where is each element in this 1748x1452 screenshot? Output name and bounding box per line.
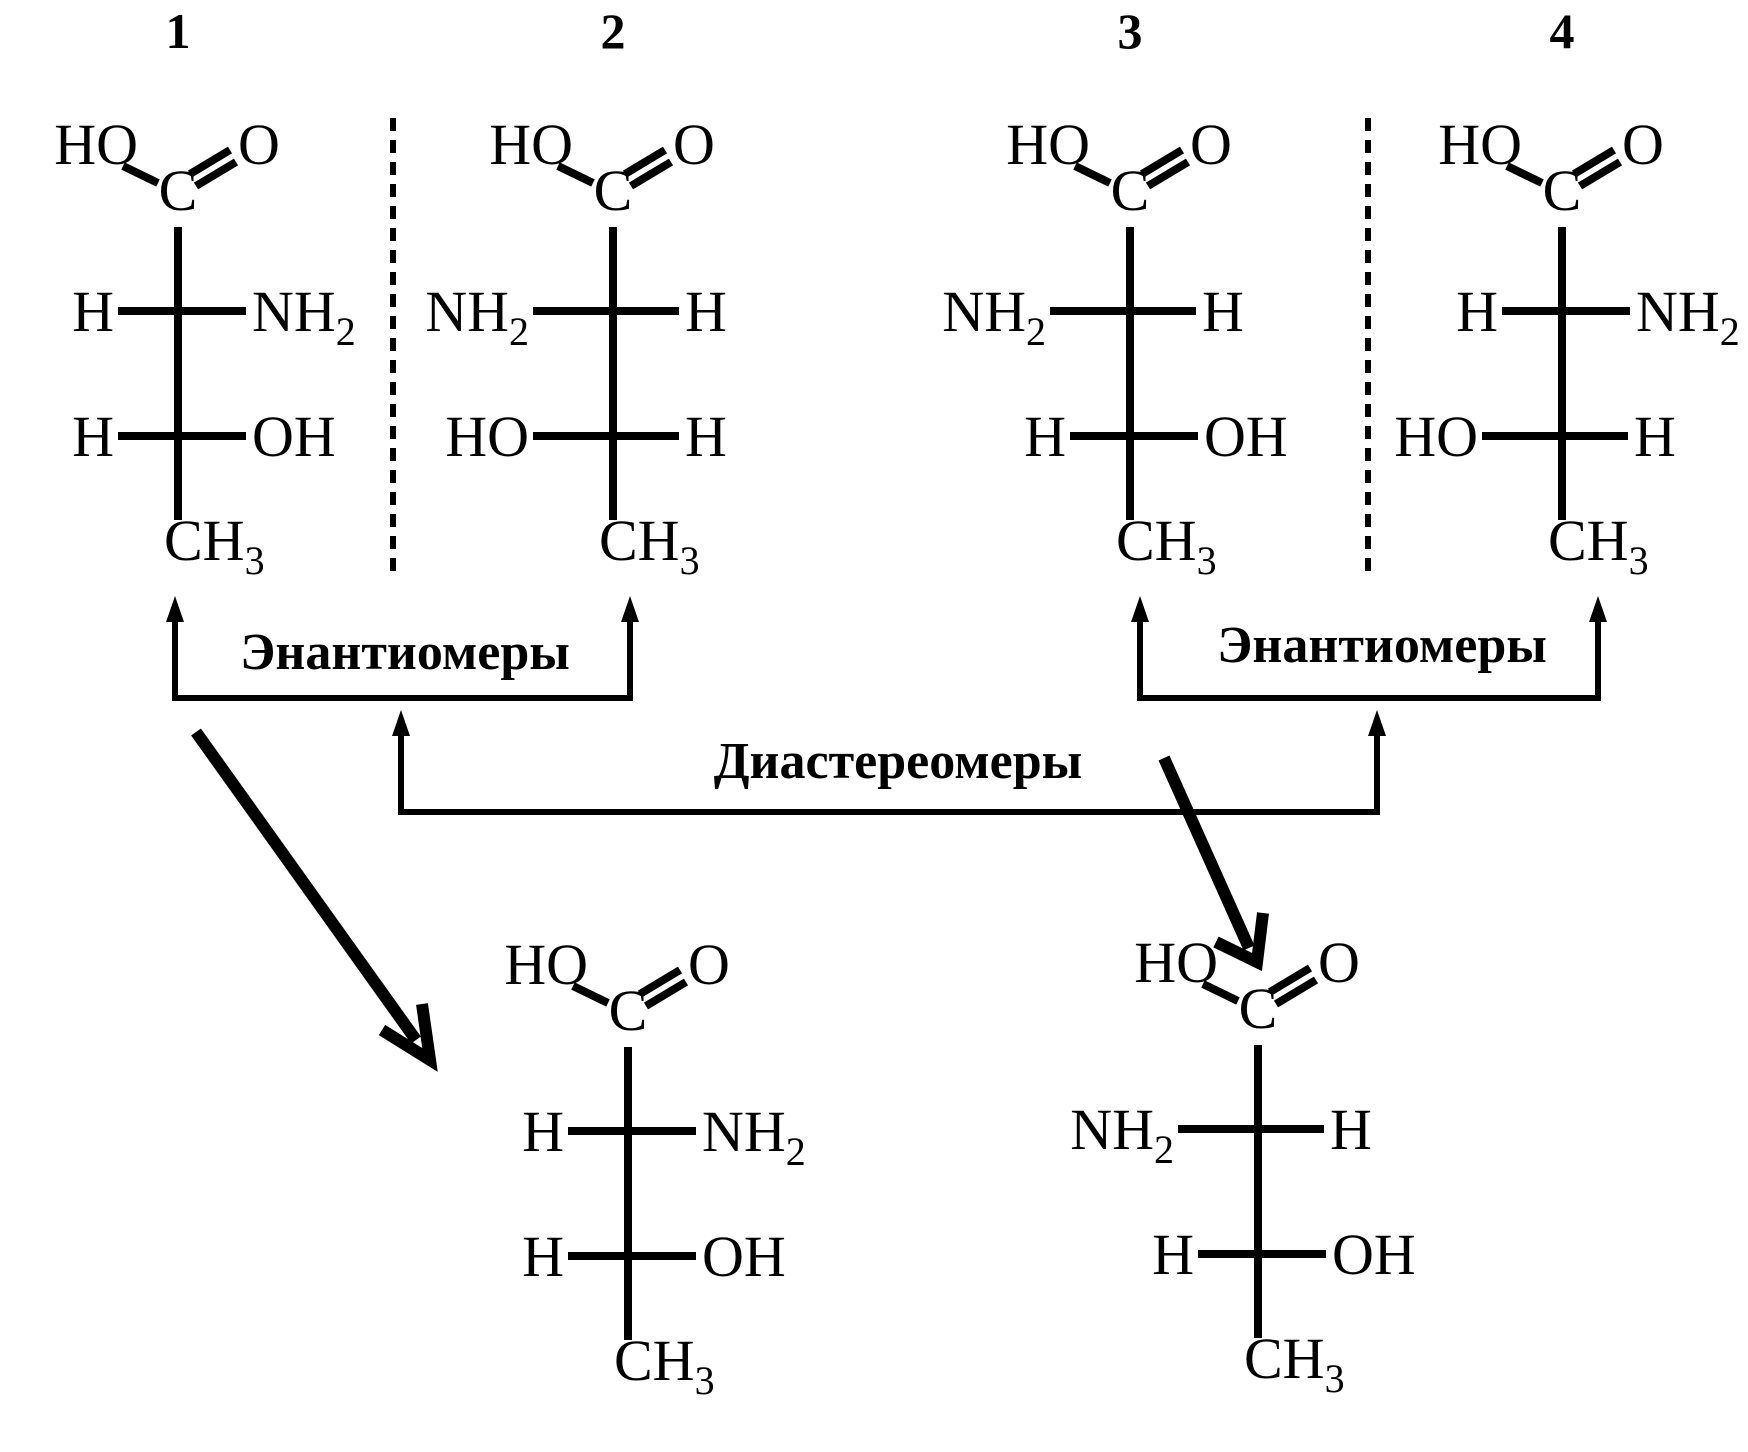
- molecule-number: 3: [1118, 3, 1143, 59]
- c-o-double-bond-a: [643, 978, 689, 1010]
- substituent-right: H: [685, 279, 727, 344]
- arrowhead-diastereomers-right: [1368, 710, 1386, 736]
- substituent-left: H: [1456, 279, 1498, 344]
- carbonyl-oxygen: O: [688, 932, 730, 997]
- carbonyl-oxygen: O: [1318, 930, 1360, 995]
- substituent-left: NH2: [942, 279, 1046, 354]
- carbonyl-oxygen: O: [1190, 112, 1232, 177]
- substituent-right: H: [1202, 279, 1244, 344]
- c-o-double-bond-a: [1145, 158, 1191, 190]
- molecule-number: 1: [166, 3, 191, 59]
- c-o-double-bond-b: [187, 146, 233, 178]
- substituent-right: NH2: [1636, 279, 1740, 354]
- substituent-left: NH2: [425, 279, 529, 354]
- carbon-atom: C: [594, 158, 633, 223]
- enantiomers-label-left: Энантиомеры: [240, 624, 570, 681]
- enantiomers-bracket-left: [172, 612, 633, 701]
- arrow-to-bottom-right-head: [1213, 912, 1269, 972]
- arrowhead-diastereomers-left: [392, 710, 410, 736]
- substituent-left: HO: [445, 404, 529, 469]
- substituent-right: NH2: [252, 279, 356, 354]
- substituent-right: H: [1634, 404, 1676, 469]
- carbon-atom: C: [609, 978, 648, 1043]
- arrowhead-to-3: [1131, 596, 1149, 622]
- arrowhead-to-1: [166, 596, 184, 622]
- c-o-double-bond-a: [628, 158, 674, 190]
- carbonyl-oxygen: O: [1622, 112, 1664, 177]
- substituent-right: H: [1330, 1097, 1372, 1162]
- c-o-double-bond-b: [622, 146, 668, 178]
- c-oh-bond: [571, 982, 610, 1007]
- c-oh-bond: [121, 162, 160, 187]
- arrow-to-bottom-right-shaft: [1158, 755, 1255, 951]
- c-o-double-bond-a: [193, 158, 239, 190]
- arrowhead-to-2: [621, 596, 639, 622]
- methyl-group: CH3: [614, 1328, 715, 1403]
- diastereomers-label: Диастереомеры: [714, 733, 1082, 790]
- enantiomers-label-right: Энантиомеры: [1217, 617, 1547, 674]
- substituent-right: OH: [1204, 404, 1288, 469]
- enantiomers-bracket-right: [1137, 612, 1601, 701]
- c-oh-bond: [1505, 162, 1544, 187]
- arrow-to-bottom-left-head: [378, 1003, 438, 1072]
- carbon-atom: C: [1543, 158, 1582, 223]
- c-o-double-bond-b: [1267, 964, 1313, 996]
- diastereomers-bracket: [398, 728, 1380, 815]
- carbon-atom: C: [159, 158, 198, 223]
- substituent-left: H: [72, 404, 114, 469]
- substituent-right: OH: [702, 1224, 786, 1289]
- carbonyl-oxygen: O: [673, 112, 715, 177]
- c-oh-bond: [556, 162, 595, 187]
- substituent-left: H: [522, 1224, 564, 1289]
- molecule-number: 2: [601, 3, 626, 59]
- substituent-left: HO: [1394, 404, 1478, 469]
- molecule-number: 4: [1550, 3, 1575, 59]
- c-o-double-bond-b: [1139, 146, 1185, 178]
- substituent-left: H: [1152, 1222, 1194, 1287]
- methyl-group: CH3: [1548, 508, 1649, 583]
- methyl-group: CH3: [1244, 1326, 1345, 1401]
- substituent-left: H: [1024, 404, 1066, 469]
- c-o-double-bond-b: [1571, 146, 1617, 178]
- methyl-group: CH3: [1116, 508, 1217, 583]
- substituent-right: OH: [1332, 1222, 1416, 1287]
- c-o-double-bond-b: [637, 966, 683, 998]
- arrow-to-bottom-left-shaft: [191, 728, 421, 1044]
- substituent-left: H: [72, 279, 114, 344]
- methyl-group: CH3: [164, 508, 265, 583]
- substituent-left: H: [522, 1099, 564, 1164]
- methyl-group: CH3: [599, 508, 700, 583]
- substituent-left: NH2: [1070, 1097, 1174, 1172]
- c-oh-bond: [1073, 162, 1112, 187]
- substituent-right: OH: [252, 404, 336, 469]
- carbonyl-oxygen: O: [238, 112, 280, 177]
- carbon-atom: C: [1239, 976, 1278, 1041]
- arrowhead-to-4: [1589, 596, 1607, 622]
- c-oh-bond: [1201, 980, 1240, 1005]
- c-o-double-bond-a: [1273, 976, 1319, 1008]
- c-o-double-bond-a: [1577, 158, 1623, 190]
- substituent-right: NH2: [702, 1099, 806, 1174]
- substituent-right: H: [685, 404, 727, 469]
- carbon-atom: C: [1111, 158, 1150, 223]
